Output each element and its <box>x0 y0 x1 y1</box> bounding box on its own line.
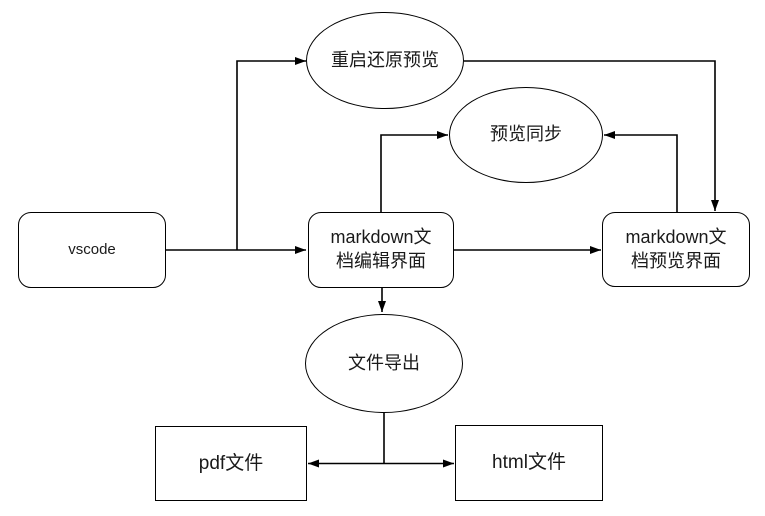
node-pdf-file: pdf文件 <box>155 426 307 501</box>
node-preview-sync: 预览同步 <box>449 87 603 183</box>
label-line: 档预览界面 <box>631 250 721 271</box>
node-pdf-file-label: pdf文件 <box>198 452 264 474</box>
edge-markdown-preview-to-preview-sync <box>604 131 678 212</box>
node-restart-restore-preview-label: 重启还原预览 <box>331 49 439 70</box>
node-preview-sync-label: 预览同步 <box>490 124 562 145</box>
node-markdown-preview-label: markdown文 档预览界面 <box>625 226 726 274</box>
node-file-export-label: 文件导出 <box>348 352 420 373</box>
node-file-export: 文件导出 <box>305 314 463 413</box>
label-line: markdown文 <box>625 226 727 247</box>
node-vscode: vscode <box>18 212 166 288</box>
edge-editor-to-preview-sync <box>380 131 448 212</box>
edge-vscode-to-restart-preview <box>236 57 306 250</box>
label-line: 档编辑界面 <box>336 251 426 271</box>
node-markdown-editor: markdown文 档编辑界面 <box>308 212 454 288</box>
node-vscode-label: vscode <box>68 241 116 259</box>
edge-restart-preview-to-markdown-preview <box>464 60 719 211</box>
node-restart-restore-preview: 重启还原预览 <box>306 12 464 109</box>
node-html-file-label: html文件 <box>492 452 566 474</box>
label-line: markdown文 <box>330 227 432 248</box>
node-markdown-preview: markdown文 档预览界面 <box>602 212 750 287</box>
node-markdown-editor-label: markdown文 档编辑界面 <box>330 226 431 274</box>
node-html-file: html文件 <box>455 425 603 501</box>
